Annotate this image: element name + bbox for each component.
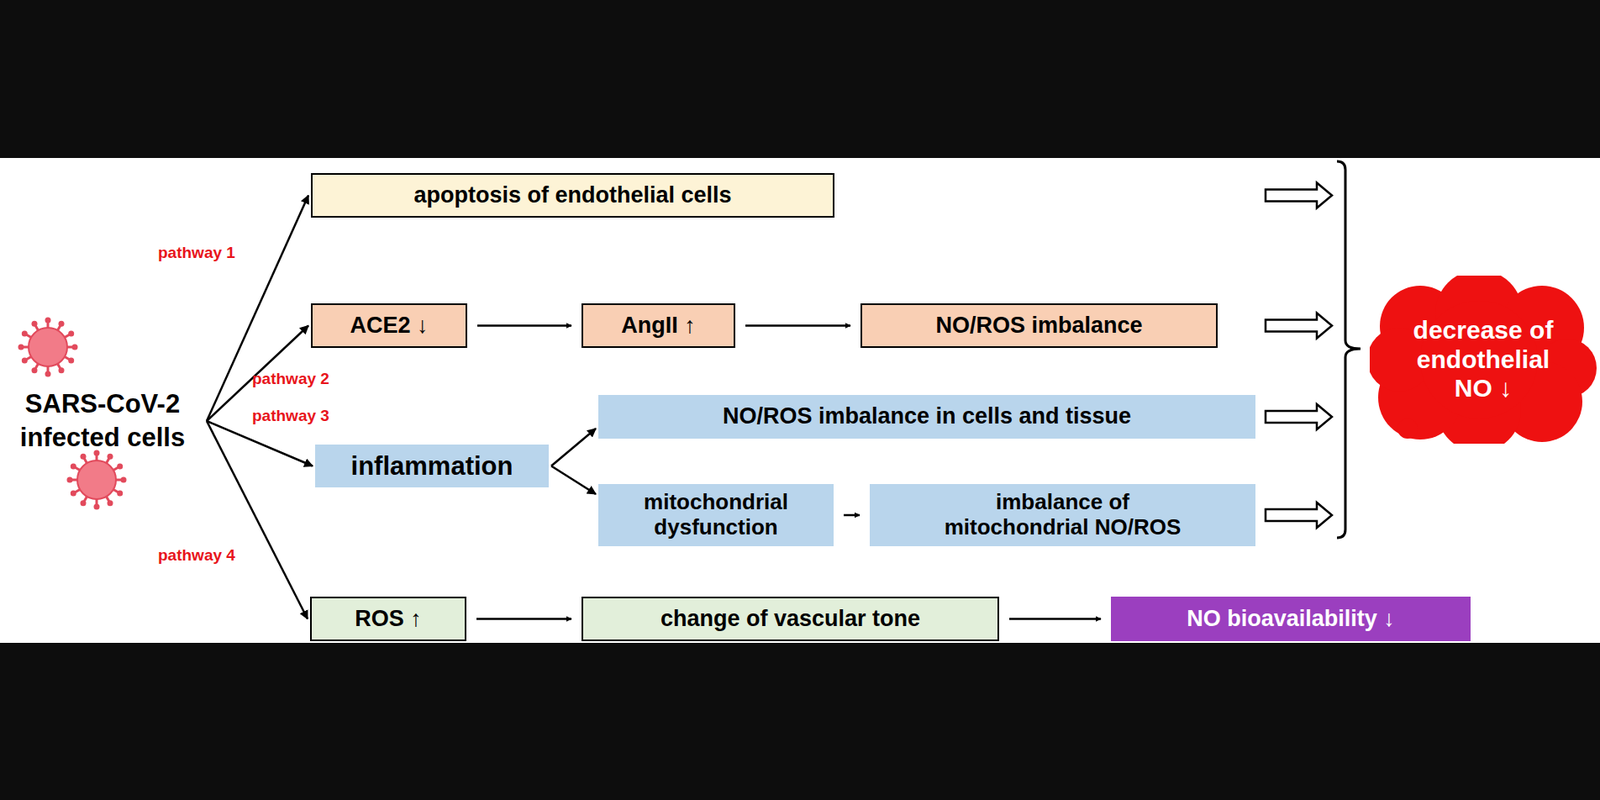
pathway-label: pathway 4: [157, 546, 236, 565]
process-box: apoptosis of endothelial cells: [310, 173, 835, 218]
process-box: ROS ↑: [310, 596, 467, 642]
source-label: SARS-CoV-2 infected cells: [3, 382, 202, 460]
process-box: NO/ROS imbalance: [860, 303, 1218, 348]
pathway-label: pathway 3: [252, 406, 330, 426]
arrow-connector: [551, 466, 596, 495]
hollow-arrow: [1265, 404, 1332, 430]
process-box: NO/ROS imbalance in cells and tissue: [598, 394, 1256, 439]
node-text: change of vascular tone: [660, 605, 921, 632]
merge-bracket: [1336, 161, 1361, 538]
node-text: ACE2 ↓: [349, 312, 428, 339]
process-box: inflammation: [315, 444, 549, 488]
arrow-connector: [1009, 617, 1101, 621]
hollow-arrow: [1265, 502, 1332, 528]
result-box: NO bioavailability ↓: [1110, 596, 1471, 642]
result-cloud: decrease of endothelial NO ↓: [1369, 275, 1597, 444]
node-text: ROS ↑: [354, 605, 422, 632]
node-text: apoptosis of endothelial cells: [413, 182, 732, 209]
process-box: AngII ↑: [581, 303, 736, 348]
arrow-connector: [476, 617, 572, 621]
hollow-arrow: [1265, 183, 1332, 209]
arrow-connector: [477, 324, 572, 327]
process-box: imbalance of mitochondrial NO/ROS: [869, 484, 1256, 547]
pathway-label: pathway 1: [157, 243, 236, 263]
node-text: inflammation: [351, 451, 514, 482]
node-text: mitochondrial dysfunction: [610, 489, 822, 541]
node-text: SARS-CoV-2 infected cells: [11, 387, 194, 456]
node-text: imbalance of mitochondrial NO/ROS: [928, 489, 1198, 541]
hollow-arrow: [1265, 313, 1332, 339]
node-text: decrease of endothelial NO ↓: [1405, 315, 1562, 404]
arrow-connector: [745, 324, 851, 327]
pathway-label: pathway 2: [252, 369, 330, 389]
arrow-connector: [206, 421, 308, 620]
arrow-connector: [551, 428, 596, 467]
arrow-connector: [843, 514, 860, 517]
node-text: NO/ROS imbalance in cells and tissue: [722, 403, 1132, 430]
arrow-connector: [206, 421, 313, 467]
node-text: NO bioavailability ↓: [1186, 605, 1395, 632]
process-box: mitochondrial dysfunction: [598, 484, 834, 547]
process-box: ACE2 ↓: [310, 303, 468, 348]
process-box: change of vascular tone: [581, 596, 1000, 642]
node-text: AngII ↑: [621, 312, 696, 339]
node-text: NO/ROS imbalance: [935, 312, 1143, 339]
